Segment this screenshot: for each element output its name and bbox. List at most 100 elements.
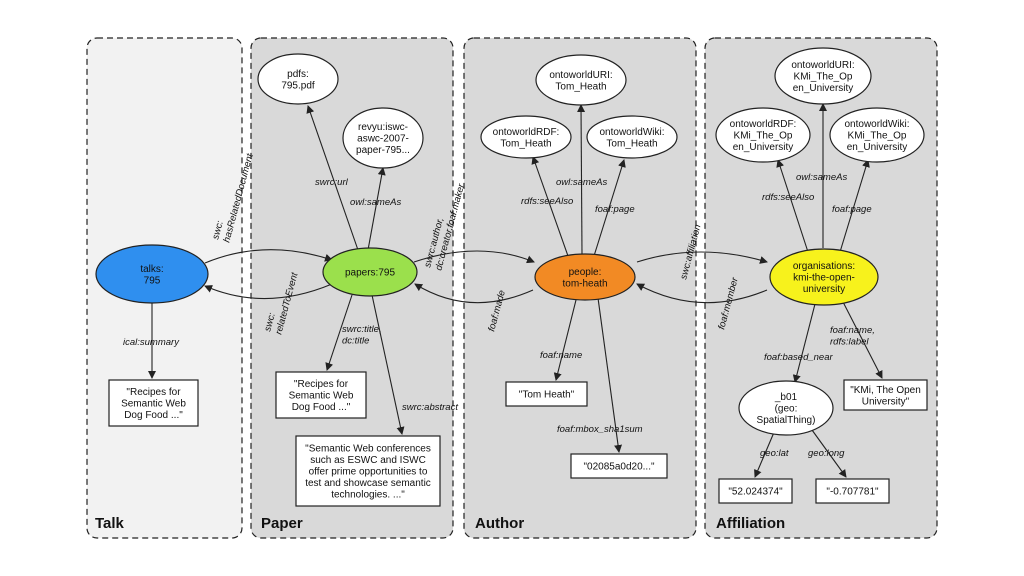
text-line: owl:sameAs <box>350 197 401 208</box>
text-line: ontoworldURI: <box>549 70 612 81</box>
talk-summary-box <box>108 379 199 427</box>
edge-label: swrc:title,dc:title <box>342 324 382 347</box>
author-ontoworld-uri-label: ontoworldURI:Tom_Heath <box>549 70 612 93</box>
papers-node <box>322 247 418 297</box>
geo-lat-text: "52.024374" <box>728 487 783 498</box>
text-line: ontoworldWiki: <box>599 127 664 138</box>
geo-long-box <box>815 478 890 504</box>
edge-org-name-label <box>841 299 883 379</box>
text-line: ontoworldWiki: <box>844 119 909 130</box>
edge-has-related-document <box>204 249 333 264</box>
text-line: foaf:based_near <box>764 352 834 363</box>
edge-label: foaf:page <box>595 204 635 215</box>
pdfs-node <box>257 53 339 105</box>
text-line: "Recipes for <box>126 387 181 398</box>
edge-geo-lat <box>754 429 776 478</box>
text-line: test and showcase semantic <box>305 478 431 489</box>
paper-title-box <box>275 371 367 419</box>
text-line: swc: <box>262 311 278 333</box>
edge-label: foaf:mbox_sha1sum <box>557 424 643 435</box>
text-line: KMi_The_Op <box>794 72 853 83</box>
edge-label: rdfs:seeAlso <box>762 192 814 203</box>
edge-based-near <box>792 303 816 383</box>
text-line: "Recipes for <box>294 379 349 390</box>
people-node <box>534 253 636 301</box>
text-line: Semantic Web <box>289 391 354 402</box>
edge-org-page <box>839 159 870 253</box>
text-line: foaf:page <box>832 204 872 215</box>
text-line: rdfs:label <box>830 337 869 348</box>
paper-panel-title: Paper <box>261 515 303 532</box>
text-line: organisations: <box>793 261 855 272</box>
text-line: "02085a0d20..." <box>583 462 655 473</box>
text-line: (geo: <box>775 404 798 415</box>
edge-paper-same-as <box>367 167 386 251</box>
text-line: KMi_The_Op <box>848 131 907 142</box>
text-line: Dog Food ..." <box>292 402 351 413</box>
edge-foaf-name <box>553 299 577 381</box>
text-line: "-0.707781" <box>826 487 879 498</box>
author-name-box <box>505 381 588 407</box>
text-line: ical:summary <box>123 337 180 348</box>
pdfs-node-label: pdfs:795.pdf <box>281 69 315 92</box>
edge-org-see-also <box>776 159 809 253</box>
b01-node <box>738 380 834 436</box>
text-line: technologies. ..." <box>331 490 405 501</box>
edge-label: swrc:url <box>315 177 349 188</box>
author-panel-title: Author <box>475 515 524 532</box>
text-line: foaf:name, <box>830 325 875 336</box>
text-line: swrc:url <box>315 177 349 188</box>
text-line: geo:lat <box>760 448 789 459</box>
edge-swrc-abstract <box>371 294 405 435</box>
text-line: "Semantic Web conferences <box>305 444 431 455</box>
author-mbox-box <box>570 453 668 479</box>
text-line: dc:title <box>342 336 369 347</box>
talk-panel-title: Talk <box>95 515 125 532</box>
text-line: University" <box>862 396 910 407</box>
text-line: ontoworldURI: <box>791 60 854 71</box>
text-line: kmi-the-open- <box>793 273 855 284</box>
talks-node <box>95 244 209 304</box>
text-line: paper-795... <box>356 145 410 156</box>
text-line: "52.024374" <box>728 487 783 498</box>
edge-label: foaf:page <box>832 204 872 215</box>
text-line: rdfs:seeAlso <box>521 196 573 207</box>
author-mbox-text: "02085a0d20..." <box>583 462 655 473</box>
edge-author-see-also <box>531 156 569 257</box>
author-ontoworld-wiki-label: ontoworldWiki:Tom_Heath <box>599 127 664 150</box>
text-line: "Tom Heath" <box>519 390 575 401</box>
edge-swrc-author <box>413 250 535 264</box>
text-line: owl:sameAs <box>556 177 607 188</box>
text-line: tom-heath <box>562 278 607 289</box>
org-ontoworld-wiki-node <box>829 107 925 163</box>
edge-foaf-member <box>636 283 768 304</box>
text-line: Tom_Heath <box>500 138 551 149</box>
text-line: such as ESWC and ISWC <box>310 455 426 466</box>
edge-label: rdfs:seeAlso <box>521 196 573 207</box>
edge-label: geo:lat <box>760 448 789 459</box>
b01-node-label: _b01(geo:SpatialThing) <box>757 392 816 426</box>
edge-swc-affiliation <box>636 251 768 264</box>
edge-label: swrc:abstract <box>402 402 458 413</box>
edge-label: geo:long <box>808 448 845 459</box>
author-ontoworld-uri-node <box>535 54 627 106</box>
text-line: Dog Food ..." <box>124 410 183 421</box>
text-line: swrc:title, <box>342 324 382 335</box>
organisations-node-label: organisations:kmi-the-open-university <box>793 261 855 295</box>
author-ontoworld-wiki-node <box>586 115 678 159</box>
text-line: KMi_The_Op <box>734 131 793 142</box>
edge-foaf-made <box>414 283 534 304</box>
affiliation-panel-title: Affiliation <box>716 515 785 532</box>
org-ontoworld-rdf-node <box>715 107 811 163</box>
edges <box>148 103 883 478</box>
text-line: _b01 <box>774 392 798 403</box>
text-line: foaf:page <box>595 204 635 215</box>
text-line: papers:795 <box>345 268 395 279</box>
text-line: ontoworldRDF: <box>493 127 560 138</box>
